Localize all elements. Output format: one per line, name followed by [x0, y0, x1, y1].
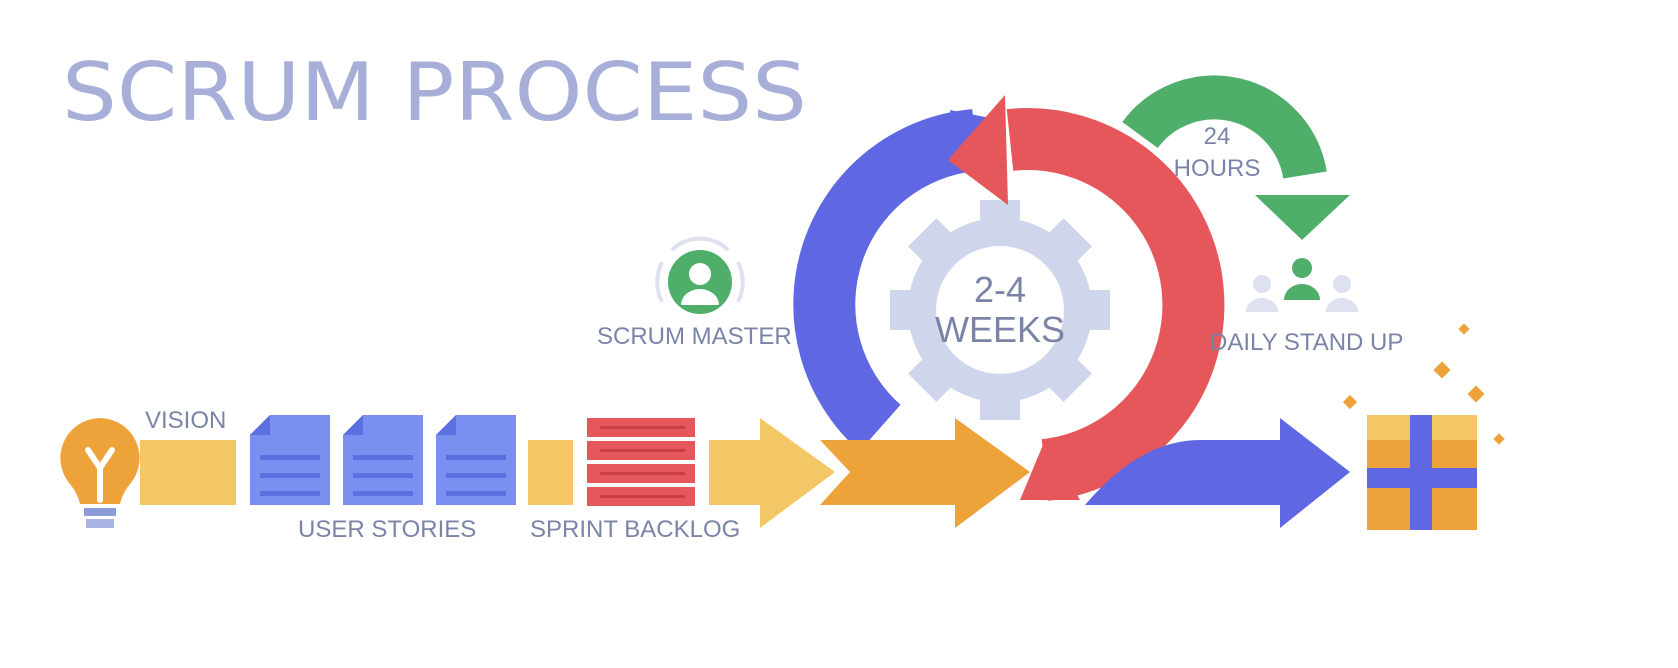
daily-stand-up-label: DAILY STAND UP	[1210, 329, 1403, 356]
team-people-icon	[1246, 258, 1358, 312]
blue-delivery-arrow	[1085, 418, 1350, 528]
red-arrow-tail	[1020, 440, 1080, 500]
vision-label: VISION	[145, 407, 226, 434]
daily-cycle-unit: HOURS	[1174, 155, 1261, 182]
green-arrowhead	[1255, 195, 1350, 240]
user-stories-documents-icon	[250, 415, 516, 505]
user-stories-label: USER STORIES	[298, 516, 476, 543]
red-arrowhead	[948, 95, 1008, 205]
gear-icon	[890, 200, 1110, 420]
daily-cycle-number: 24	[1204, 123, 1231, 150]
flow-bar	[528, 440, 573, 505]
lightbulb-icon	[60, 418, 140, 528]
scrum-master-avatar-icon	[655, 236, 745, 314]
blue-cycle-arrow	[793, 109, 979, 452]
flow-bar	[140, 440, 236, 505]
scrum-master-label: SCRUM MASTER	[597, 323, 792, 350]
yellow-arrow	[709, 418, 835, 528]
sprint-backlog-label: SPRINT BACKLOG	[530, 516, 740, 543]
product-increment-box-icon	[1367, 415, 1477, 530]
sprint-backlog-icon	[587, 418, 695, 506]
sprint-length-number: 2-4	[974, 269, 1026, 310]
sprint-length-unit: WEEKS	[935, 309, 1065, 350]
red-cycle-arrow	[1006, 108, 1225, 501]
green-daily-arrow	[1122, 75, 1327, 180]
orange-arrow	[820, 418, 1030, 528]
diagram-title: SCRUM PROCESS	[62, 46, 807, 139]
